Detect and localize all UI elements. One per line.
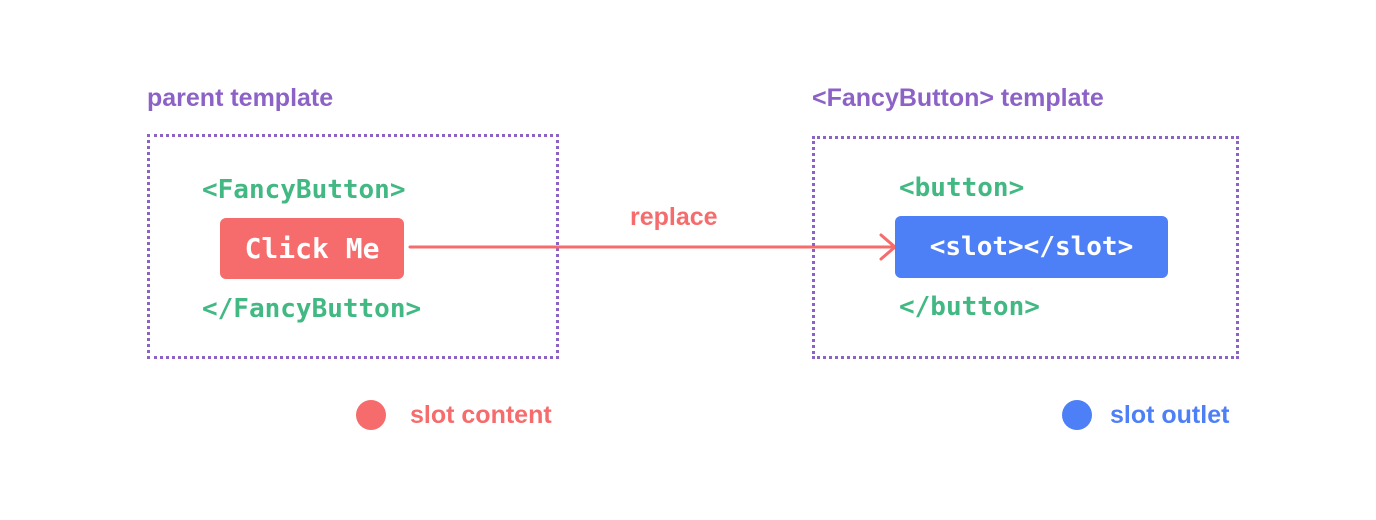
button-open-tag: <button> <box>899 173 1025 203</box>
slot-outlet-block: <slot></slot> <box>895 216 1168 278</box>
parent-close-tag: </FancyButton> <box>202 294 422 324</box>
slot-content-legend-dot <box>356 400 386 430</box>
slot-outlet-legend-label: slot outlet <box>1110 401 1230 429</box>
parent-template-title: parent template <box>147 84 334 112</box>
fancy-button-template-frame <box>812 136 1239 359</box>
slot-outlet-legend-dot <box>1062 400 1092 430</box>
slot-content-legend-label: slot content <box>410 401 552 429</box>
parent-open-tag: <FancyButton> <box>202 175 406 205</box>
replace-label: replace <box>630 203 718 231</box>
button-close-tag: </button> <box>899 292 1040 322</box>
slot-content-block: Click Me <box>220 218 404 279</box>
fancy-button-template-title: <FancyButton> template <box>812 84 1104 112</box>
